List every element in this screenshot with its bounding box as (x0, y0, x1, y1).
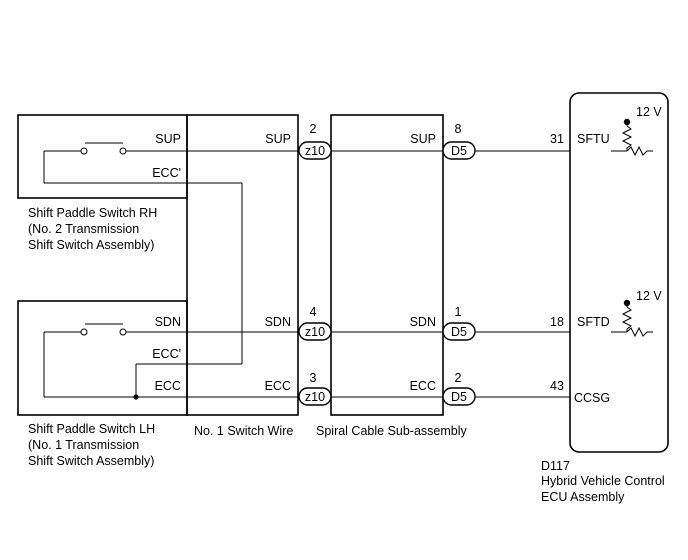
spiral-cable-box (330, 114, 444, 416)
connector-d5-label: D5 (451, 390, 467, 404)
connector-d5-label: D5 (451, 144, 467, 158)
pin-label: ECC (265, 379, 291, 393)
ecu-code: D117 (541, 459, 570, 473)
switch-rh-name: Shift Paddle Switch RH (28, 206, 157, 220)
pin-number: 1 (455, 305, 462, 319)
pin-number: 2 (310, 122, 317, 136)
pin-number: 43 (550, 379, 564, 393)
connector-z10-label: z10 (305, 325, 325, 339)
connector-z10-ecc: z10 (298, 387, 332, 406)
switch-lh-name: (No. 1 Transmission (28, 438, 139, 452)
connector-d5-sdn: D5 (442, 322, 476, 341)
connector-z10-label: z10 (305, 390, 325, 404)
switch-wire-routing (187, 182, 243, 365)
pin-label: ECC' (152, 166, 181, 180)
switch-lh-name: Shift Paddle Switch LH (28, 422, 155, 436)
connector-d5-label: D5 (451, 325, 467, 339)
pin-number: 18 (550, 315, 564, 329)
pin-label: ECC (410, 379, 436, 393)
pin-label: SUP (265, 132, 291, 146)
connector-z10-label: z10 (305, 144, 325, 158)
switch-rh-contact (43, 142, 187, 184)
pullup-sftu: 12 V (611, 105, 662, 157)
ecu-name: Hybrid Vehicle Control (541, 474, 665, 488)
pin-number: 2 (455, 371, 462, 385)
ecu-name: ECU Assembly (541, 490, 625, 504)
ecu-box (569, 92, 669, 453)
pin-label: SDN (265, 315, 291, 329)
spiral-cable-name: Spiral Cable Sub-assembly (316, 424, 468, 438)
pin-number: 4 (310, 305, 317, 319)
pin-label: ECC' (152, 347, 181, 361)
pin-label: SDN (410, 315, 436, 329)
switch-rh-name: Shift Switch Assembly) (28, 238, 154, 252)
pin-label: CCSG (574, 391, 610, 405)
switch-rh-name: (No. 2 Transmission (28, 222, 139, 236)
connector-z10-sdn: z10 (298, 322, 332, 341)
pin-label: SFTU (577, 132, 610, 146)
supply-label: 12 V (636, 105, 662, 119)
connector-z10-sup: z10 (298, 141, 332, 160)
supply-label: 12 V (636, 289, 662, 303)
switch-lh-contact (43, 323, 187, 400)
connector-d5-sup: D5 (442, 141, 476, 160)
pin-label: SUP (410, 132, 436, 146)
pin-number: 31 (550, 132, 564, 146)
connector-d5-ecc: D5 (442, 387, 476, 406)
switch-wire-name: No. 1 Switch Wire (194, 424, 293, 438)
pin-label: SFTD (577, 315, 610, 329)
switch-rh-box (17, 114, 188, 199)
pin-number: 8 (455, 122, 462, 136)
switch-lh-name: Shift Switch Assembly) (28, 454, 154, 468)
pin-label: SDN (155, 315, 181, 329)
splice-dot (133, 394, 139, 400)
switch-wire-box (186, 114, 299, 416)
pin-number: 3 (310, 371, 317, 385)
pullup-sftd: 12 V (611, 289, 662, 338)
pin-label: ECC (155, 379, 181, 393)
pin-label: SUP (155, 132, 181, 146)
